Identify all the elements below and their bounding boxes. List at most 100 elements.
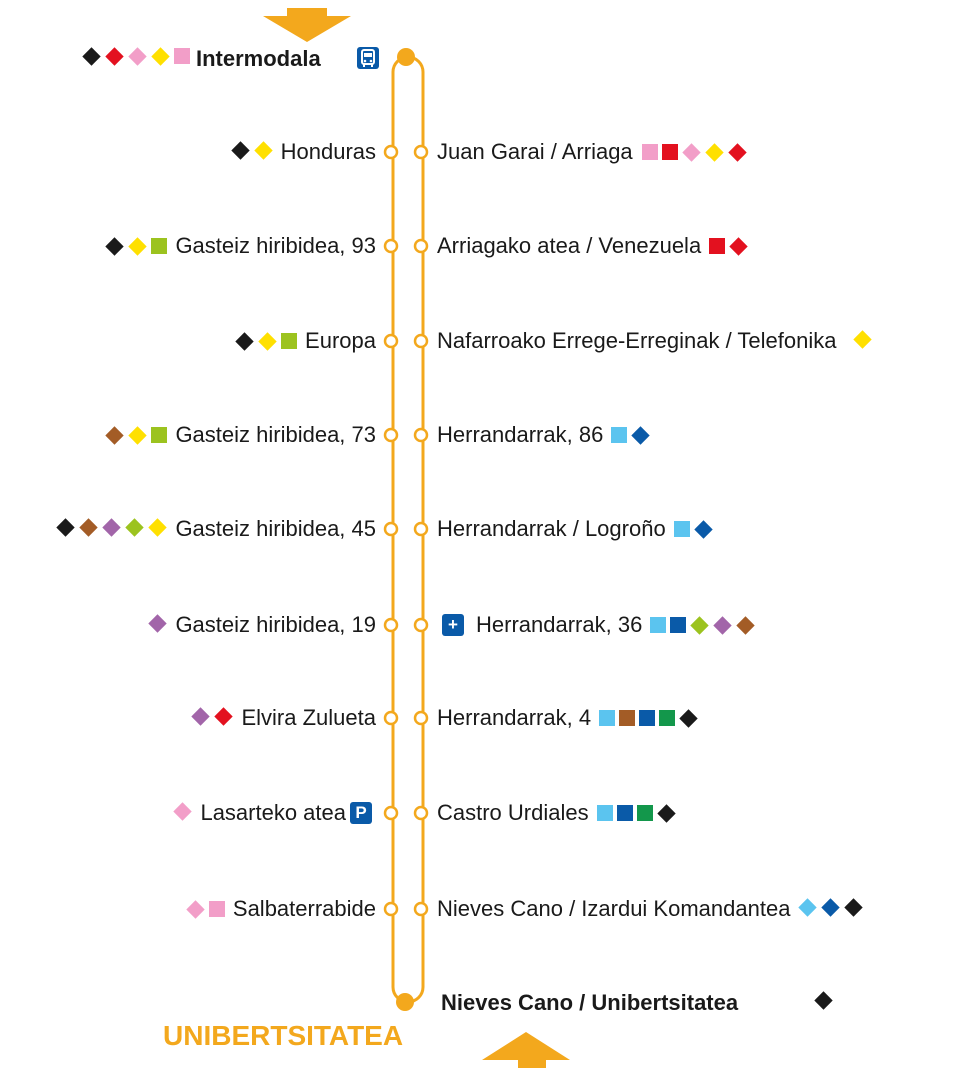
stop-name[interactable]: Salbaterrabide <box>232 896 376 921</box>
stop-name[interactable]: Europa <box>305 328 376 353</box>
stop-name[interactable]: Herrandarrak, 36 <box>476 612 643 637</box>
diamond-black-line-symbol <box>679 708 698 728</box>
square-pink-line-symbol <box>174 48 190 64</box>
stop-name[interactable]: Herrandarrak, 86 <box>437 422 604 447</box>
stop-line-symbols <box>650 615 755 635</box>
diamond-brown-line-symbol <box>79 518 99 537</box>
stop-name[interactable]: Arriagako atea / Venezuela <box>437 233 702 258</box>
diamond-yellow-line-symbol <box>128 236 148 256</box>
stop-dot-left-7[interactable] <box>383 805 399 821</box>
stop-line-symbols <box>641 142 747 162</box>
stop-name[interactable]: Gasteiz hiribidea, 45 <box>175 516 376 541</box>
stop-line-symbols <box>186 899 225 919</box>
stop-name[interactable]: Lasarteko atea <box>200 800 346 825</box>
diamond-black-line-symbol <box>230 141 250 160</box>
stop-line-symbols <box>673 519 713 539</box>
stop-dot-right-8[interactable] <box>413 901 429 917</box>
terminus-bottom-dot[interactable] <box>396 993 414 1011</box>
stop-name[interactable]: Herrandarrak, 4 <box>437 705 592 730</box>
stop-dot-left-4[interactable] <box>383 521 399 537</box>
diamond-blue-line-symbol <box>821 898 841 917</box>
diamond-red-line-symbol <box>728 142 747 162</box>
stop-name[interactable]: Gasteiz hiribidea, 73 <box>175 422 376 447</box>
stop-dot-left-5[interactable] <box>383 617 399 633</box>
square-lightblue-line-symbol <box>596 805 613 821</box>
stop-dot-left-2[interactable] <box>383 333 399 349</box>
stop-line-symbols <box>599 708 698 728</box>
stop-name[interactable]: Juan Garai / Arriaga <box>437 139 633 164</box>
square-pink-line-symbol <box>641 144 658 160</box>
square-red-line-symbol <box>661 144 678 160</box>
diamond-brown-line-symbol <box>105 425 125 445</box>
stop-dot-right-3[interactable] <box>413 427 429 443</box>
diamond-yellow-line-symbol <box>148 518 168 537</box>
diamond-green-line-symbol <box>690 615 709 635</box>
stop-name[interactable]: Elvira Zulueta <box>241 705 376 730</box>
stop-line-symbols <box>798 898 864 917</box>
square-blue-line-symbol <box>670 617 687 633</box>
stop-dot-right-4[interactable] <box>413 521 429 537</box>
stop-dot-right-1[interactable] <box>413 238 429 254</box>
diamond-blue-line-symbol <box>693 519 713 539</box>
diamond-black-line-symbol <box>105 236 125 256</box>
diamond-blue-line-symbol <box>631 425 650 445</box>
diamond-purple-line-symbol <box>102 518 122 537</box>
bus-station-icon <box>357 47 379 69</box>
stop-dot-left-6[interactable] <box>383 710 399 726</box>
square-pink-line-symbol <box>208 901 225 917</box>
stop-line-symbols <box>173 802 193 821</box>
stop-dot-right-6[interactable] <box>413 710 429 726</box>
diamond-green-line-symbol <box>125 518 145 537</box>
diamond-yellow-line-symbol <box>705 142 724 162</box>
parking-icon: P <box>350 802 372 824</box>
hospital-icon: + <box>442 614 464 636</box>
stop-name[interactable]: Gasteiz hiribidea, 93 <box>175 233 376 258</box>
stop-line-symbols <box>596 803 676 823</box>
diamond-brown-line-symbol <box>736 615 755 635</box>
stop-dot-right-5[interactable] <box>413 617 429 633</box>
square-lightblue-line-symbol <box>611 427 628 443</box>
destination-label: UNIBERTSITATEA <box>163 1020 404 1051</box>
stop-name[interactable]: Honduras <box>280 139 376 164</box>
diamond-pink-line-symbol <box>682 142 701 162</box>
stop-name[interactable]: Herrandarrak / Logroño <box>437 516 666 541</box>
stop-line-symbols <box>105 236 168 256</box>
square-brown-line-symbol <box>619 710 636 726</box>
stop-dot-left-1[interactable] <box>383 238 399 254</box>
diamond-black-line-symbol <box>235 331 254 351</box>
square-lightblue-line-symbol <box>650 617 667 633</box>
stop-line-symbols <box>709 236 748 256</box>
stop-name[interactable]: Gasteiz hiribidea, 19 <box>175 612 376 637</box>
arrow-up-icon <box>482 1032 570 1068</box>
stop-name[interactable]: Nafarroako Errege-Erreginak / Telefonika <box>437 328 837 353</box>
diamond-red-line-symbol <box>214 707 234 726</box>
diamond-yellow-line-symbol <box>853 330 872 349</box>
square-green-line-symbol <box>151 427 168 443</box>
terminus-bottom-line-symbols <box>814 991 833 1010</box>
stop-dot-right-7[interactable] <box>413 805 429 821</box>
terminus-bottom-name[interactable]: Nieves Cano / Unibertsitatea <box>441 990 739 1015</box>
square-red-line-symbol <box>709 238 726 254</box>
diamond-yellow-line-symbol <box>151 46 170 66</box>
square-lightblue-line-symbol <box>599 710 616 726</box>
stop-line-symbols <box>148 614 168 633</box>
stop-dot-right-2[interactable] <box>413 333 429 349</box>
terminus-top-dot[interactable] <box>397 48 415 66</box>
stop-dot-right-0[interactable] <box>413 144 429 160</box>
stop-dot-left-8[interactable] <box>383 901 399 917</box>
diamond-pink-line-symbol <box>128 46 147 66</box>
square-darkgreen-line-symbol <box>636 805 653 821</box>
stop-dot-left-3[interactable] <box>383 427 399 443</box>
stop-dot-left-0[interactable] <box>383 144 399 160</box>
stop-name[interactable]: Nieves Cano / Izardui Komandantea <box>437 896 791 921</box>
diamond-black-line-symbol <box>56 518 76 537</box>
square-lightblue-line-symbol <box>673 521 690 537</box>
diamond-red-line-symbol <box>729 236 748 256</box>
stop-name[interactable]: Castro Urdiales <box>437 800 589 825</box>
stop-line-symbols <box>105 425 168 445</box>
square-blue-line-symbol <box>616 805 633 821</box>
diamond-purple-line-symbol <box>191 707 211 726</box>
diamond-black-line-symbol <box>656 803 676 823</box>
terminus-top-name[interactable]: Intermodala <box>196 46 321 71</box>
